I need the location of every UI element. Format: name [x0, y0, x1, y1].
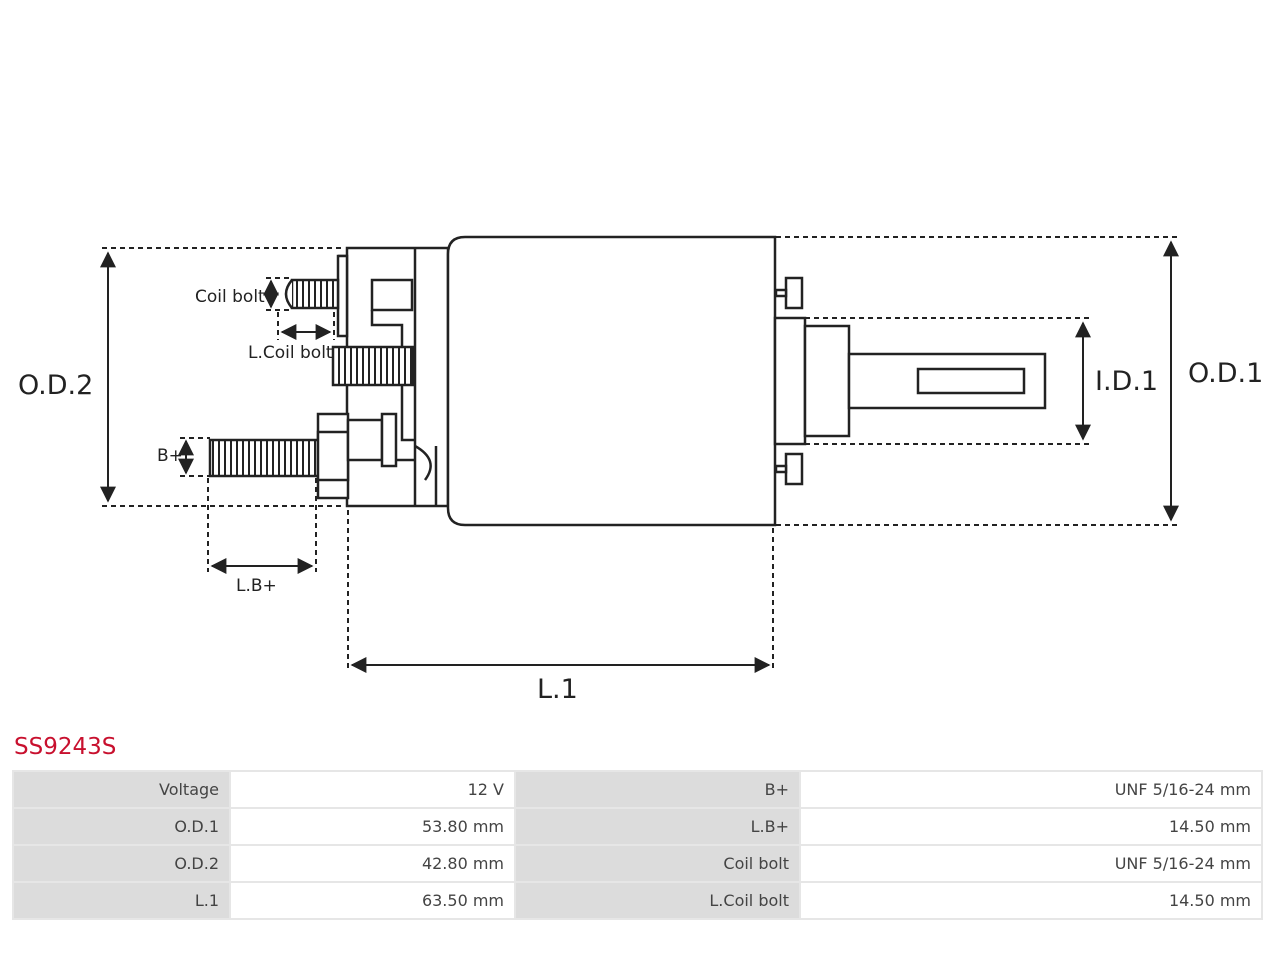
table-row: L.1 63.50 mm L.Coil bolt 14.50 mm [14, 883, 1261, 918]
label-b-plus: B+ [157, 446, 183, 466]
coil-bolt [290, 278, 340, 310]
label-od1: O.D.1 [1188, 358, 1263, 389]
spec-value: 12 V [231, 772, 514, 807]
table-row: O.D.1 53.80 mm L.B+ 14.50 mm [14, 809, 1261, 844]
label-id1: I.D.1 [1095, 366, 1158, 397]
spec-key: L.1 [14, 883, 229, 918]
label-l1: L.1 [537, 674, 578, 705]
dimension-arrows [100, 240, 1179, 673]
spec-value: UNF 5/16-24 mm [801, 846, 1261, 881]
spec-key: Voltage [14, 772, 229, 807]
spec-table: Voltage 12 V B+ UNF 5/16-24 mm O.D.1 53.… [12, 770, 1263, 920]
table-row: Voltage 12 V B+ UNF 5/16-24 mm [14, 772, 1261, 807]
spec-value: 14.50 mm [801, 809, 1261, 844]
spec-value: 14.50 mm [801, 883, 1261, 918]
spec-value: UNF 5/16-24 mm [801, 772, 1261, 807]
label-od2: O.D.2 [18, 370, 93, 401]
label-coil-bolt: Coil bolt [195, 287, 265, 307]
label-l-b-plus: L.B+ [236, 576, 277, 596]
spec-key: L.B+ [516, 809, 799, 844]
label-l-coil-bolt: L.Coil bolt [248, 343, 333, 363]
spec-key: Coil bolt [516, 846, 799, 881]
spec-key: L.Coil bolt [516, 883, 799, 918]
solenoid-dimension-diagram: O.D.2 O.D.1 I.D.1 L.1 Coil bolt L.Coil b… [18, 235, 1263, 705]
spec-key: B+ [516, 772, 799, 807]
spec-value: 63.50 mm [231, 883, 514, 918]
solenoid-housing [446, 235, 777, 527]
spec-key: O.D.1 [14, 809, 229, 844]
solenoid-drawing [208, 235, 1047, 527]
table-row: O.D.2 42.80 mm Coil bolt UNF 5/16-24 mm [14, 846, 1261, 881]
spec-value: 53.80 mm [231, 809, 514, 844]
spec-key: O.D.2 [14, 846, 229, 881]
extension-lines [102, 236, 1178, 672]
spec-value: 42.80 mm [231, 846, 514, 881]
product-code: SS9243S [14, 734, 117, 760]
b-plus-bolt [208, 438, 320, 478]
